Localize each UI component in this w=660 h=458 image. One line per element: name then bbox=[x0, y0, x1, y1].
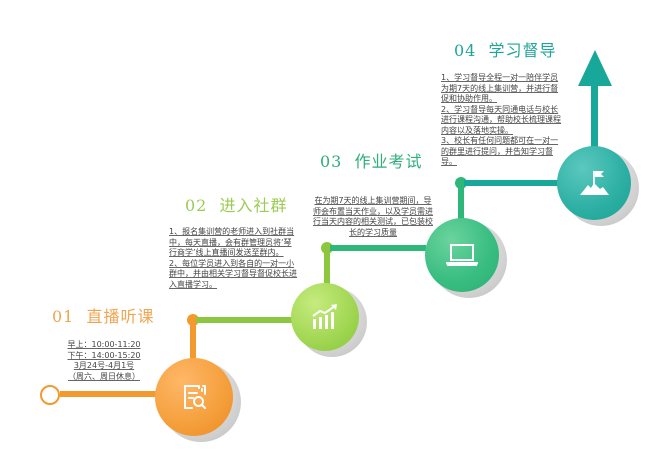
step-2-title: 02 进入社群 bbox=[185, 196, 288, 215]
step-2-circle bbox=[291, 283, 359, 351]
laptop-icon bbox=[446, 243, 478, 267]
step-3-circle bbox=[425, 218, 499, 292]
teal-arrow-shaft bbox=[591, 82, 598, 150]
lime-line-horizontal bbox=[196, 317, 292, 323]
green-line-vertical bbox=[458, 183, 464, 223]
step-1-description: 早上：10:00-11:20 下午：14:00-15:20 3月24号-4月1号… bbox=[67, 340, 141, 381]
step-1-circle bbox=[155, 358, 233, 436]
step-2-node bbox=[291, 283, 371, 363]
orange-line-vertical bbox=[190, 320, 196, 365]
green-line-horizontal bbox=[330, 245, 426, 251]
step-2-description: 1、报名集训营的老师进入到社群当中，每天直播，会有群管理员将‘琴行商学’线上直播… bbox=[169, 227, 297, 289]
orange-line-horizontal bbox=[60, 391, 160, 397]
step-1-title: 01 直播听课 bbox=[52, 307, 155, 326]
step-4-circle bbox=[557, 146, 631, 220]
step-3-title: 03 作业考试 bbox=[320, 152, 423, 171]
growth-chart-icon bbox=[310, 303, 340, 331]
teal-arrow-head-icon bbox=[578, 50, 612, 86]
lime-line-vertical bbox=[324, 248, 330, 288]
step-3-description: 在为期7天的线上集训营期间，导师会布置当天作业，以及学员需进行当天内容的相关测试… bbox=[313, 196, 433, 237]
step-4-title: 04 学习督导 bbox=[454, 41, 557, 60]
step-3-node bbox=[425, 218, 510, 303]
start-ring bbox=[40, 385, 60, 405]
mountain-flag-icon bbox=[578, 169, 610, 197]
step-4-node bbox=[557, 146, 642, 231]
teal-line-horizontal bbox=[464, 180, 558, 186]
step-1-node bbox=[155, 358, 245, 448]
document-search-icon bbox=[179, 382, 209, 412]
step-4-description: 1、学习督导全程一对一陪伴学员为期7天的线上集训营，并进行督促和协助作用。 2、… bbox=[441, 73, 561, 166]
